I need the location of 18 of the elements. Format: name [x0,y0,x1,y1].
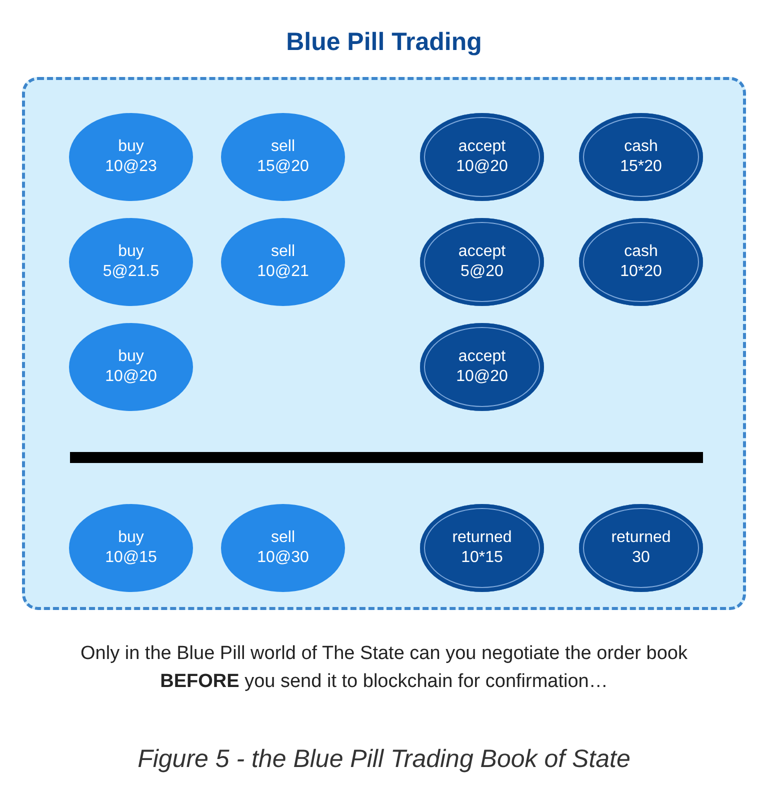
note-text: Only in the Blue Pill world of The State can you negotiate the order book BEFORE you send it to blockchain for confirmation… [80,642,688,694]
figure-caption: Figure 5 - the Blue Pill Trading Book of State [136,744,632,775]
node-label: buy 10@20 [105,347,157,387]
node-label: accept 5@20 [458,242,506,282]
node-label: returned 10*15 [452,528,512,568]
node-label: cash 10*20 [620,242,662,282]
node-label: sell 15@20 [257,137,309,177]
dashed-panel [22,77,746,610]
node-label: returned 30 [611,528,671,568]
node-label: buy 10@23 [105,137,157,177]
diagram-title: Blue Pill Trading [285,27,483,58]
node-label: accept 10@20 [456,347,508,387]
node-label: sell 10@21 [257,242,309,282]
node-label: buy 5@21.5 [102,242,160,282]
node-label: accept 10@20 [456,137,508,177]
node-label: sell 10@30 [257,528,309,568]
node-label: cash 15*20 [620,137,662,177]
node-label: buy 10@15 [105,528,157,568]
